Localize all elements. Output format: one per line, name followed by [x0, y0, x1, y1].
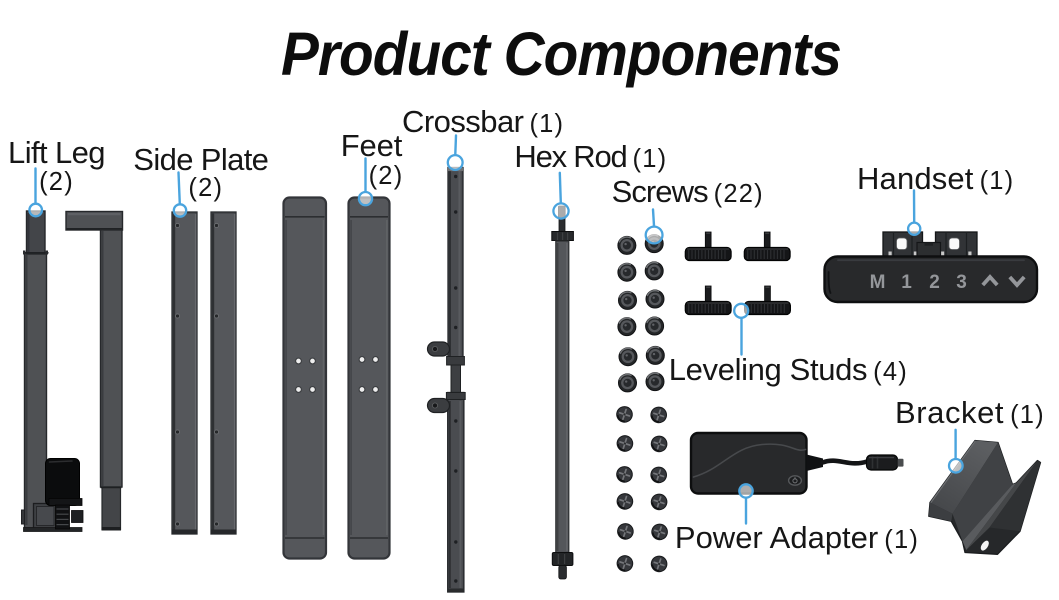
label-leveling-studs-text: Leveling Studs [668, 352, 868, 388]
handset-button-3: 3 [956, 272, 967, 293]
label-crossbar-count: (1) [529, 109, 565, 138]
label-feet-count: (2) [368, 161, 404, 190]
side-plate-2-illustration [210, 211, 237, 535]
power-adapter-illustration [689, 431, 904, 495]
label-leveling-studs-count: (4) [873, 358, 908, 387]
foot-2-illustration [347, 196, 391, 560]
leader-handset [906, 189, 922, 236]
label-feet: Feet [340, 128, 403, 163]
hex-rod-illustration [551, 205, 574, 580]
chevron-up-icon [981, 274, 999, 287]
label-bracket: Bracket(1) [895, 397, 1045, 431]
label-lift-leg: Lift Leg [8, 134, 105, 170]
leader-screws [644, 208, 664, 245]
foot-1-illustration [282, 196, 328, 560]
handset-button-1: 1 [901, 272, 912, 293]
page-title: Product Components [280, 19, 842, 88]
screws-illustration [616, 234, 668, 573]
label-bracket-text: Bracket [895, 394, 1005, 430]
label-leveling-studs: Leveling Studs(4) [669, 354, 908, 388]
label-handset: Handset(1) [857, 163, 1014, 197]
label-side-plate: Side Plate [133, 142, 269, 178]
label-bracket-count: (1) [1010, 400, 1045, 429]
label-screws: Screws(22) [612, 176, 764, 210]
leveling-studs-illustration [684, 231, 791, 316]
label-power-adapter: Power Adapter(1) [675, 522, 919, 556]
label-power-adapter-count: (1) [884, 526, 920, 555]
label-crossbar-text: Crossbar [402, 103, 524, 139]
leader-lift-leg [28, 167, 44, 218]
label-hex-rod-text: Hex Rod [514, 139, 627, 174]
leader-hex-rod [552, 171, 570, 220]
label-hex-rod-count: (1) [632, 145, 668, 173]
lift-leg-b-illustration [65, 210, 124, 531]
label-crossbar: Crossbar(1) [402, 106, 564, 140]
label-screws-count: (22) [713, 180, 764, 209]
label-side-plate-count: (2) [188, 173, 224, 202]
bracket-illustration [928, 439, 1042, 555]
handset-button-2: 2 [929, 272, 940, 293]
chevron-down-icon [1008, 275, 1026, 288]
label-lift-leg-count: (2) [39, 167, 74, 196]
leader-lines [28, 134, 964, 525]
leader-side-plate [172, 171, 188, 218]
side-plate-1-illustration [171, 211, 198, 535]
label-power-adapter-text: Power Adapter [674, 520, 879, 556]
leader-bracket [947, 428, 964, 474]
label-handset-text: Handset [857, 160, 974, 196]
label-handset-count: (1) [979, 166, 1015, 195]
leader-leveling-studs [733, 302, 750, 356]
leader-power-adapter [738, 483, 754, 525]
leader-crossbar [446, 134, 464, 172]
leader-feet [357, 157, 374, 207]
crossbar-illustration [426, 166, 466, 593]
label-screws-text: Screws [611, 174, 709, 210]
handset-button-m: M [870, 272, 886, 293]
lift-leg-a-illustration [21, 210, 84, 532]
label-hex-rod: Hex Rod(1) [514, 141, 667, 175]
